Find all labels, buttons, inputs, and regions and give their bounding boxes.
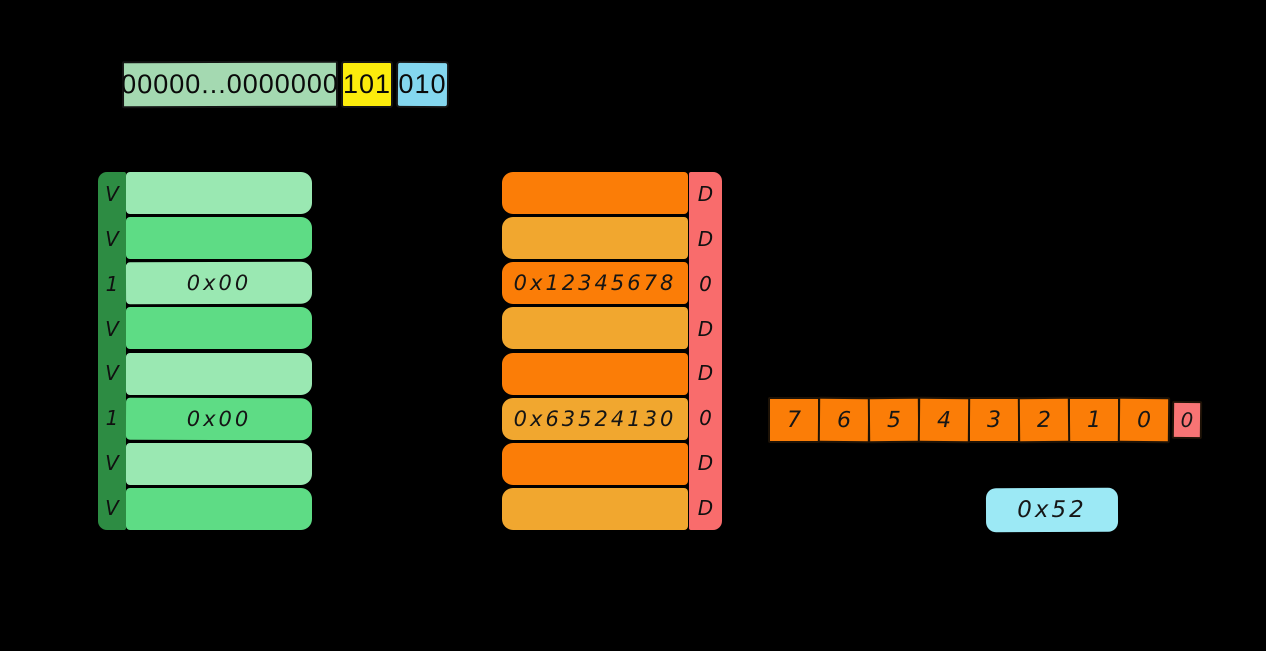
valid-bit: V xyxy=(105,227,119,252)
byte-cell: 3 xyxy=(968,397,1020,443)
byte-cell: 4 xyxy=(917,396,971,444)
valid-bit: V xyxy=(105,361,119,386)
memory-table-row xyxy=(502,352,688,395)
page-table-row: 0x00 xyxy=(125,261,313,305)
dirty-bit: D xyxy=(697,495,714,520)
memory-table-row xyxy=(502,487,688,530)
virtual-address-bar: 00000...0000000 101 010 xyxy=(121,60,450,109)
byte-cell: 2 xyxy=(1017,396,1071,444)
memory-table-rows: 0x12345678 0x63524130 xyxy=(502,172,688,530)
dirty-bit: D xyxy=(697,450,714,475)
page-table-row xyxy=(126,442,312,485)
byte-cell: 5 xyxy=(867,396,921,444)
memory-table-row xyxy=(502,172,688,214)
page-table-row: 0x00 xyxy=(125,397,313,441)
page-table-row xyxy=(126,487,312,530)
byte-cell: 7 xyxy=(768,397,820,443)
byte-index-strip: 7 6 5 4 3 2 1 0 0 xyxy=(768,396,1203,444)
dirty-bit: 0 xyxy=(699,406,712,431)
page-table-row xyxy=(126,352,312,395)
byte-cell: 6 xyxy=(817,396,871,444)
memory-table-row: 0x12345678 xyxy=(502,262,688,305)
page-table-row xyxy=(126,307,312,350)
valid-bit: V xyxy=(105,316,119,341)
page-table-rows: 0x00 0x00 xyxy=(125,172,313,530)
result-value-box: 0x52 xyxy=(985,487,1119,533)
dirty-bit: D xyxy=(697,316,714,341)
address-high-bits-segment: 00000...0000000 xyxy=(121,60,339,109)
address-offset-bits-segment: 010 xyxy=(395,60,450,109)
memory-table-row: 0x63524130 xyxy=(502,397,688,440)
valid-bit: V xyxy=(105,182,119,207)
memory-table-row xyxy=(502,442,688,485)
dirty-bit: D xyxy=(697,227,714,252)
valid-bit-column: V V 1 V V 1 V V xyxy=(98,172,126,530)
page-table-row xyxy=(126,217,312,260)
valid-bit: V xyxy=(105,450,119,475)
dirty-bit: D xyxy=(697,361,714,386)
offset-cell: 0 xyxy=(1171,400,1203,440)
address-index-bits-segment: 101 xyxy=(341,61,393,108)
valid-bit: V xyxy=(105,495,119,520)
memory-table-row xyxy=(502,307,688,350)
memory-table: 0x12345678 0x63524130 D D 0 D D 0 D D xyxy=(502,172,722,530)
page-table-row xyxy=(126,172,312,214)
valid-bit: 1 xyxy=(105,406,119,431)
memory-table-row xyxy=(502,217,688,260)
page-table: V V 1 V V 1 V V 0x00 0x00 xyxy=(98,172,313,530)
dirty-bit-column: D D 0 D D 0 D D xyxy=(689,172,722,530)
dirty-bit: D xyxy=(697,182,714,207)
byte-cell: 1 xyxy=(1068,397,1120,443)
byte-cell: 0 xyxy=(1117,396,1171,444)
valid-bit: 1 xyxy=(105,271,119,296)
dirty-bit: 0 xyxy=(699,271,712,296)
